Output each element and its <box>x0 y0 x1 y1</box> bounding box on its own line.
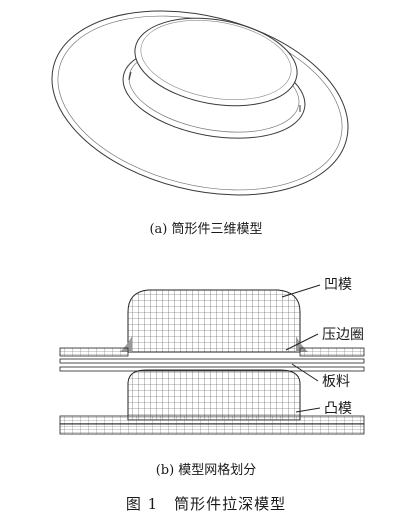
sheet-mesh <box>59 358 365 372</box>
label-sheet: 板料 <box>322 374 350 390</box>
subcaption-a: (a) 筒形件三维模型 <box>149 222 263 237</box>
label-punch: 凸模 <box>324 401 352 417</box>
punch-mesh <box>59 369 365 435</box>
subcaption-b: (b) 模型网格划分 <box>155 463 257 478</box>
cylinder-3d-model <box>51 10 349 196</box>
die-mesh <box>120 289 308 353</box>
figure-caption: 图 1 筒形件拉深模型 <box>125 495 287 513</box>
blank-holder-mesh <box>59 347 365 357</box>
label-die: 凹模 <box>324 277 352 293</box>
label-blank-holder: 压边圈 <box>322 327 364 343</box>
